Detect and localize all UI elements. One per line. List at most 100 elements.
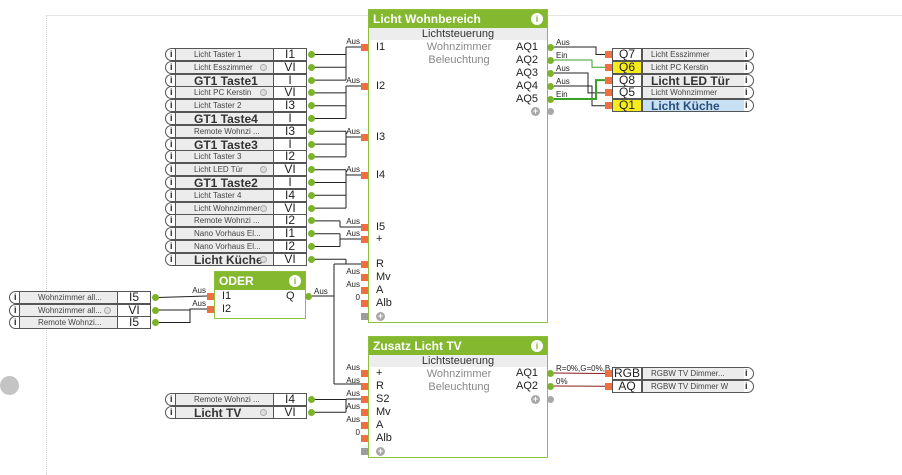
input-pin[interactable] [361, 44, 368, 51]
add-input-icon[interactable]: + [376, 446, 385, 456]
input-pin[interactable] [605, 89, 612, 97]
wire[interactable] [554, 79, 605, 100]
input-pin[interactable] [207, 306, 214, 313]
info-icon[interactable]: i [170, 125, 173, 136]
info-icon[interactable]: i [745, 61, 748, 72]
info-icon[interactable]: i [170, 228, 173, 239]
info-icon[interactable]: i [170, 151, 173, 162]
info-icon[interactable]: i [745, 380, 748, 391]
add-input-pin[interactable] [361, 313, 368, 320]
output-pin[interactable] [308, 140, 315, 148]
wire[interactable] [554, 85, 605, 107]
info-icon[interactable]: i [745, 74, 748, 85]
output-pin[interactable] [308, 153, 315, 161]
input-pin[interactable] [605, 63, 612, 71]
output-pin[interactable] [547, 96, 554, 103]
add-input-icon[interactable]: + [376, 311, 385, 321]
info-icon[interactable]: i [170, 100, 173, 111]
output-pin[interactable] [152, 294, 159, 301]
output-pin[interactable] [308, 127, 315, 135]
output-pin[interactable] [547, 70, 554, 77]
output-pin[interactable] [308, 408, 315, 416]
input-pin[interactable] [361, 383, 368, 390]
input-pin[interactable] [361, 422, 368, 429]
output-pin[interactable] [308, 63, 315, 71]
info-icon[interactable]: i [289, 275, 301, 287]
input-pin[interactable] [605, 76, 612, 84]
output-pin[interactable] [308, 217, 315, 225]
output-pin[interactable] [547, 44, 554, 51]
wire[interactable] [554, 59, 605, 68]
add-input-pin[interactable] [361, 448, 368, 455]
output-pin[interactable] [308, 191, 315, 199]
output-pin[interactable] [308, 230, 315, 238]
info-icon[interactable]: i [14, 304, 17, 315]
output-pin[interactable] [152, 306, 159, 314]
input-pin[interactable] [361, 274, 368, 281]
info-icon[interactable]: i [170, 113, 173, 123]
output-pin[interactable] [305, 293, 312, 300]
info-icon[interactable]: i [170, 215, 173, 226]
input-pin[interactable] [605, 382, 612, 390]
info-icon[interactable]: i [170, 189, 173, 200]
info-icon[interactable]: i [170, 202, 173, 213]
output-pin[interactable] [308, 102, 315, 110]
info-icon[interactable]: i [531, 340, 543, 352]
add-output-icon[interactable]: + [531, 394, 540, 404]
wire[interactable] [158, 308, 207, 311]
info-icon[interactable]: i [745, 87, 748, 98]
input-pin[interactable] [361, 370, 368, 377]
info-icon[interactable]: i [170, 241, 173, 251]
output-pin[interactable] [547, 83, 554, 90]
info-icon[interactable]: i [170, 138, 173, 149]
input-pin[interactable] [605, 370, 612, 377]
input-pin[interactable] [361, 409, 368, 416]
wire[interactable] [553, 372, 606, 374]
output-pin[interactable] [308, 166, 315, 174]
output-pin[interactable] [308, 243, 315, 250]
info-icon[interactable]: i [14, 292, 17, 302]
info-icon[interactable]: i [170, 49, 173, 59]
info-icon[interactable]: i [170, 74, 173, 85]
add-output-pin[interactable] [547, 396, 554, 403]
output-pin[interactable] [308, 89, 315, 97]
wire[interactable] [158, 309, 191, 323]
info-icon[interactable]: i [170, 164, 173, 175]
input-pin[interactable] [361, 83, 368, 90]
info-icon[interactable]: i [745, 368, 748, 378]
output-pin[interactable] [308, 396, 315, 403]
info-icon[interactable]: i [170, 406, 173, 417]
output-pin[interactable] [308, 179, 315, 186]
input-pin[interactable] [361, 261, 368, 268]
output-pin[interactable] [152, 319, 159, 326]
input-pin[interactable] [361, 435, 368, 442]
wire[interactable] [157, 295, 208, 298]
input-pin[interactable] [605, 51, 612, 58]
input-pin[interactable] [361, 172, 368, 179]
output-pin[interactable] [308, 255, 315, 263]
output-pin[interactable] [308, 51, 315, 58]
